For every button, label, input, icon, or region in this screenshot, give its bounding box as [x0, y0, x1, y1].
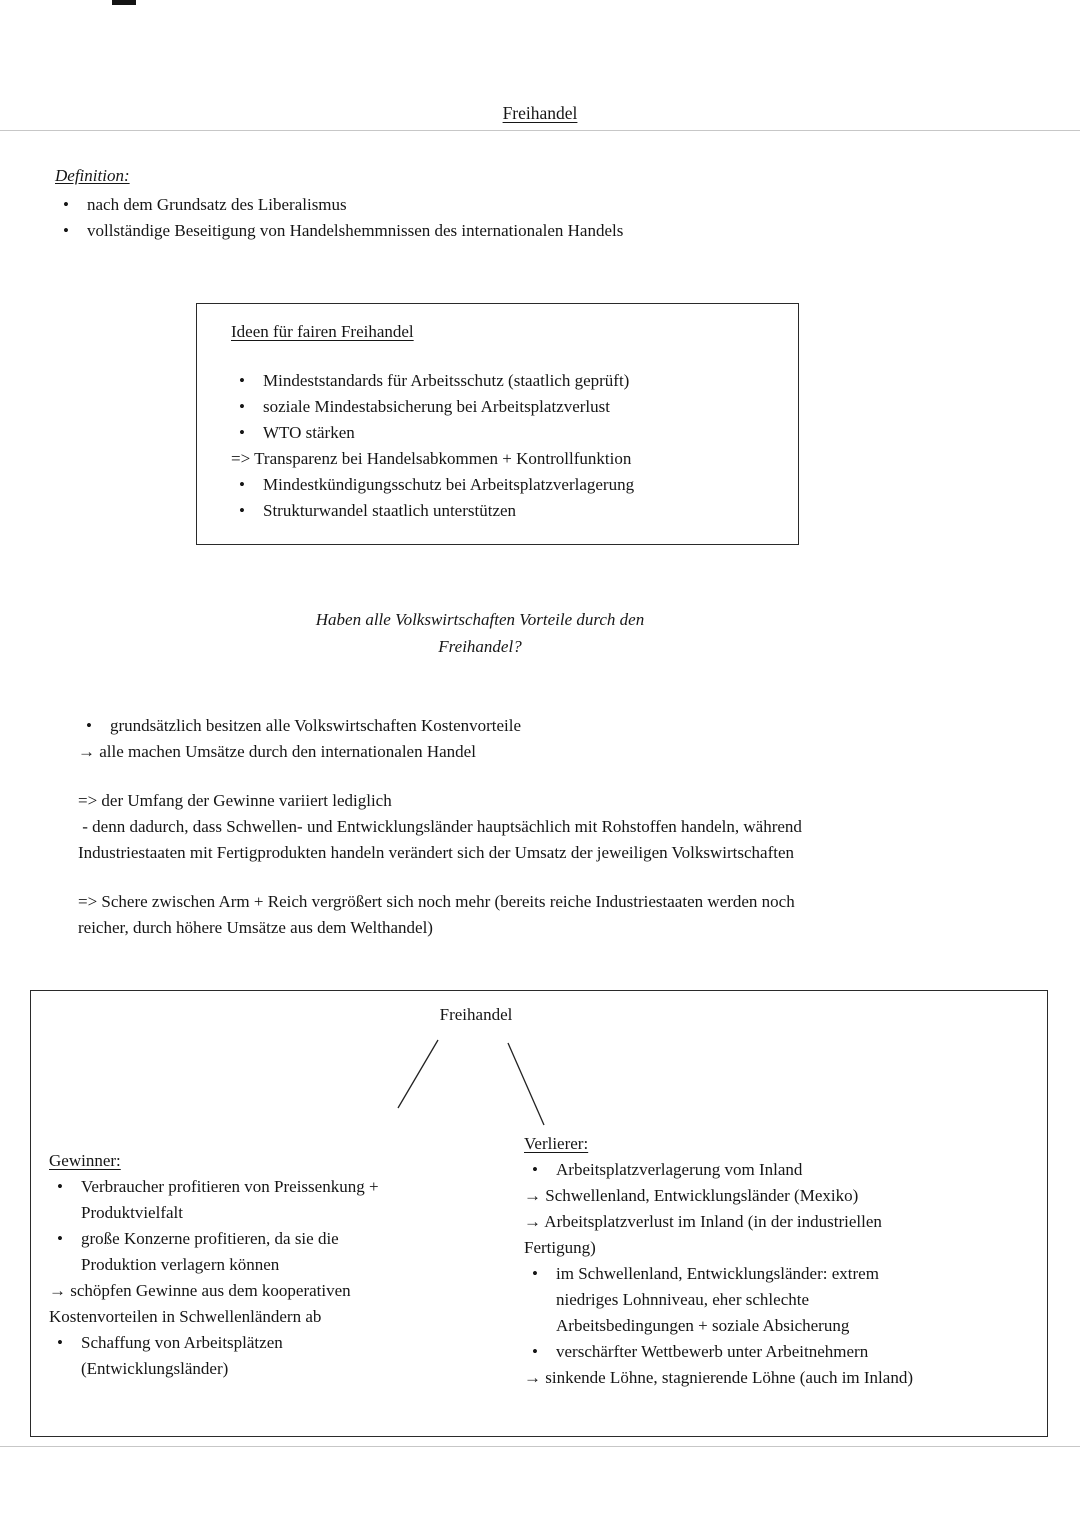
list-item-text: Mindestkündigungsschutz bei Arbeitsplatz… — [263, 475, 635, 494]
list-item: • WTO stärken — [231, 420, 788, 446]
bullet-marker: • — [239, 397, 245, 416]
ideas-box-heading: Ideen für fairen Freihandel — [231, 322, 414, 341]
list-item-text: Verbraucher profitieren von Preissenkung… — [81, 1177, 379, 1222]
list-item-text: grundsätzlich besitzen alle Volkswirtsch… — [110, 716, 522, 735]
diagram-branch-lines-icon — [397, 1039, 545, 1126]
bullet-marker: • — [86, 716, 92, 735]
list-item-text: verschärfter Wettbewerb unter Arbeitnehm… — [556, 1342, 869, 1361]
list-item-text: → Arbeitsplatzverlust im Inland (in der … — [524, 1212, 882, 1257]
list-item: - denn dadurch, dass Schwellen- und Entw… — [78, 814, 1014, 866]
losers-list: • Arbeitsplatzverlagerung vom Inland → S… — [524, 1157, 1046, 1391]
bullet-marker: • — [532, 1160, 538, 1179]
list-item-text: → alle machen Umsätze durch den internat… — [78, 742, 476, 761]
question-text: Haben alle Volkswirtschaften Vorteile du… — [315, 610, 645, 656]
bullet-marker: • — [57, 1177, 63, 1196]
list-item: → Schwellenland, Entwicklungsländer (Mex… — [524, 1183, 1046, 1209]
definition-section: Definition: • nach dem Grundsatz des Lib… — [55, 163, 995, 244]
bullet-marker: • — [63, 221, 69, 240]
list-item: • Arbeitsplatzverlagerung vom Inland — [524, 1157, 1046, 1183]
winners-heading: Gewinner: — [49, 1151, 121, 1170]
list-item: • Schaffung von Arbeitsplätzen (Entwickl… — [49, 1330, 501, 1382]
list-item-text: => Transparenz bei Handelsabkommen + Kon… — [231, 449, 632, 468]
analysis-list: • grundsätzlich besitzen alle Volkswirts… — [78, 713, 1014, 941]
bullet-marker: • — [239, 501, 245, 520]
list-item-text: WTO stärken — [263, 423, 355, 442]
list-item: => Schere zwischen Arm + Reich vergrößer… — [78, 889, 1014, 941]
ideas-list: • Mindeststandards für Arbeitsschutz (st… — [231, 368, 788, 524]
winners-list: • Verbraucher profitieren von Preissenku… — [49, 1174, 501, 1382]
list-item: => Transparenz bei Handelsabkommen + Kon… — [231, 446, 788, 472]
list-item-text: große Konzerne profitieren, da sie die P… — [81, 1229, 339, 1274]
list-item: → sinkende Löhne, stagnierende Löhne (au… — [524, 1365, 1046, 1391]
list-item: • soziale Mindestabsicherung bei Arbeits… — [231, 394, 788, 420]
bullet-marker: • — [532, 1264, 538, 1283]
diagram-root-label: Freihandel — [439, 1005, 513, 1024]
analysis-section: • grundsätzlich besitzen alle Volkswirts… — [78, 713, 1014, 941]
bottom-rule — [0, 1446, 1080, 1447]
list-item: • grundsätzlich besitzen alle Volkswirts… — [78, 713, 1014, 739]
list-item: • Mindestkündigungsschutz bei Arbeitspla… — [231, 472, 788, 498]
bullet-marker: • — [532, 1342, 538, 1361]
list-item: => der Umfang der Gewinne variiert ledig… — [78, 788, 1014, 814]
list-item-text: nach dem Grundsatz des Liberalismus — [87, 195, 347, 214]
freihandel-diagram-box: Freihandel Gewinner: • Verbraucher profi… — [30, 990, 1048, 1437]
fair-trade-ideas-box: Ideen für fairen Freihandel • Mindeststa… — [196, 303, 799, 545]
list-item-text: vollständige Beseitigung von Handelshemm… — [87, 221, 624, 240]
losers-heading: Verlierer: — [524, 1134, 589, 1153]
losers-column: Verlierer: • Arbeitsplatzverlagerung vom… — [524, 1131, 1046, 1391]
list-item-text: Arbeitsplatzverlagerung vom Inland — [556, 1160, 803, 1179]
bullet-marker: • — [239, 371, 245, 390]
list-item-text: Strukturwandel staatlich unterstützen — [263, 501, 517, 520]
list-item: • nach dem Grundsatz des Liberalismus — [55, 192, 995, 218]
list-item: → Arbeitsplatzverlust im Inland (in der … — [524, 1209, 1046, 1261]
list-item-text: soziale Mindestabsicherung bei Arbeitspl… — [263, 397, 610, 416]
list-item: • verschärfter Wettbewerb unter Arbeitne… — [524, 1339, 1046, 1365]
bullet-marker: • — [57, 1333, 63, 1352]
list-item: → alle machen Umsätze durch den internat… — [78, 739, 1014, 765]
list-item-text: im Schwellenland, Entwicklungsländer: ex… — [556, 1264, 879, 1335]
scan-artifact — [112, 0, 136, 5]
page-title: Freihandel — [502, 103, 578, 123]
list-item-text: => der Umfang der Gewinne variiert ledig… — [78, 791, 392, 810]
bullet-marker: • — [57, 1229, 63, 1248]
list-item: • große Konzerne profitieren, da sie die… — [49, 1226, 501, 1278]
list-item: → schöpfen Gewinne aus dem kooperativen … — [49, 1278, 501, 1330]
top-rule — [0, 130, 1080, 131]
bullet-marker: • — [239, 423, 245, 442]
list-item-text: → sinkende Löhne, stagnierende Löhne (au… — [524, 1368, 913, 1387]
list-item: • Strukturwandel staatlich unterstützen — [231, 498, 788, 524]
list-item-text: => Schere zwischen Arm + Reich vergrößer… — [78, 892, 795, 937]
definition-heading: Definition: — [55, 166, 130, 185]
list-item: • Mindeststandards für Arbeitsschutz (st… — [231, 368, 788, 394]
list-item: • Verbraucher profitieren von Preissenku… — [49, 1174, 501, 1226]
bullet-marker: • — [239, 475, 245, 494]
list-item-text: - denn dadurch, dass Schwellen- und Entw… — [78, 817, 802, 862]
list-item: • vollständige Beseitigung von Handelshe… — [55, 218, 995, 244]
bullet-marker: • — [63, 195, 69, 214]
winners-column: Gewinner: • Verbraucher profitieren von … — [49, 1148, 501, 1382]
definition-list: • nach dem Grundsatz des Liberalismus • … — [55, 192, 995, 244]
list-item-text: → schöpfen Gewinne aus dem kooperativen … — [49, 1281, 351, 1326]
list-item-text: → Schwellenland, Entwicklungsländer (Mex… — [524, 1186, 859, 1205]
list-item-text: Schaffung von Arbeitsplätzen (Entwicklun… — [81, 1333, 283, 1378]
list-item: • im Schwellenland, Entwicklungsländer: … — [524, 1261, 1046, 1339]
list-item-text: Mindeststandards für Arbeitsschutz (staa… — [263, 371, 630, 390]
